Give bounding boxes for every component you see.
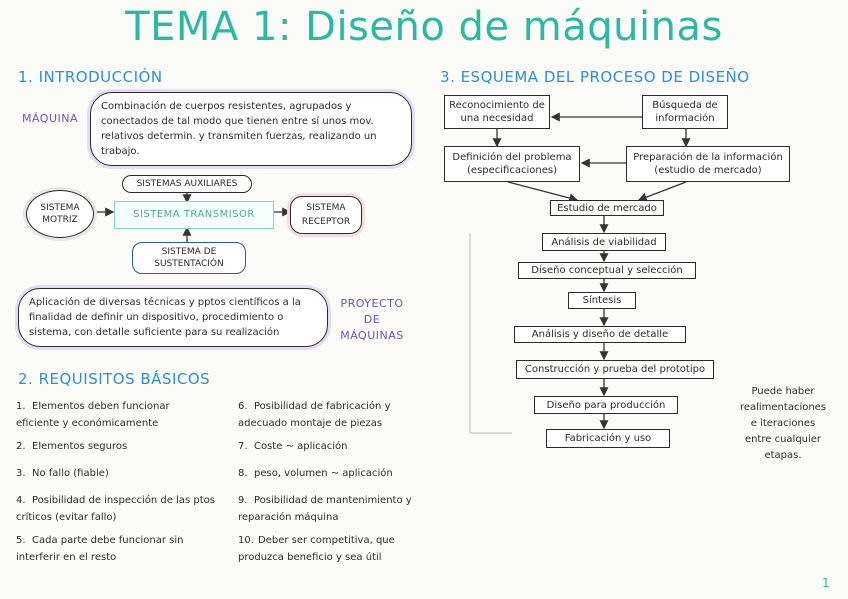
- proyecto-definition: Aplicación de diversas técnicas y pptos …: [18, 288, 328, 347]
- flow-step: Fabricación y uso: [546, 429, 670, 448]
- flow-step: Construcción y prueba del prototipo: [516, 360, 714, 379]
- page-number: 1: [822, 576, 830, 590]
- flow-step: Análisis y diseño de detalle: [514, 326, 686, 343]
- flow-step: Estudio de mercado: [550, 200, 664, 216]
- list-item: 10.Deber ser competitiva, que produzca b…: [238, 535, 395, 563]
- definicion-problema-box: Definición del problema (especificacione…: [444, 146, 580, 182]
- sistema-sustentacion-node: SISTEMA DE SUSTENTACIÓN: [132, 242, 246, 274]
- flow-step: Análisis de viabilidad: [542, 233, 666, 251]
- flow-step: Diseño conceptual y selección: [518, 262, 696, 279]
- section-esquema-heading: 3. ESQUEMA DEL PROCESO DE DISEÑO: [440, 68, 750, 86]
- list-item: 3.No fallo (fiable): [16, 468, 109, 479]
- sistemas-auxiliares-node: SISTEMAS AUXILIARES: [122, 175, 252, 193]
- page-title: TEMA 1: Diseño de máquinas: [125, 4, 723, 50]
- list-item: 6.Posibilidad de fabricación y adecuado …: [238, 401, 391, 429]
- sistema-motriz-node: SISTEMA MOTRIZ: [26, 190, 94, 238]
- flow-step: Diseño para producción: [534, 396, 678, 414]
- requisitos-list-left: 1.Elementos deben funcionar eficiente y …: [16, 398, 216, 566]
- list-item: 5.Cada parte debe funcionar sin interfer…: [16, 535, 184, 563]
- sistema-transmisor-node: SISTEMA TRANSMISOR: [114, 201, 274, 229]
- requisitos-list-right: 6.Posibilidad de fabricación y adecuado …: [238, 398, 420, 566]
- list-item: 8.peso, volumen ~ aplicación: [238, 468, 393, 479]
- reconocimiento-necesidad-box: Reconocimiento de una necesidad: [444, 95, 550, 129]
- list-item: 1.Elementos deben funcionar eficiente y …: [16, 401, 170, 429]
- section-introduccion-heading: 1. INTRODUCCIÓN: [18, 68, 163, 86]
- list-item: 7.Coste ~ aplicación: [238, 441, 348, 452]
- section-requisitos-heading: 2. REQUISITOS BÁSICOS: [18, 370, 211, 388]
- realimentaciones-note: Puede haber realimentaciones e iteracion…: [739, 386, 827, 461]
- list-item: 9.Posibilidad de mantenimiento y reparac…: [238, 495, 412, 523]
- maquina-label: MÁQUINA: [21, 112, 79, 125]
- list-item: 4.Posibilidad de inspección de las ptos …: [16, 495, 215, 523]
- sistema-receptor-node: SISTEMA RECEPTOR: [290, 196, 362, 234]
- list-item: 2.Elementos seguros: [16, 441, 128, 452]
- busqueda-informacion-box: Búsqueda de información: [642, 95, 728, 129]
- flow-step: Síntesis: [568, 292, 636, 309]
- maquina-definition: Combinación de cuerpos resistentes, agru…: [90, 92, 412, 166]
- preparacion-informacion-box: Preparación de la información (estudio d…: [626, 146, 790, 182]
- proyecto-label: PROYECTO DE MÁQUINAS: [340, 297, 404, 342]
